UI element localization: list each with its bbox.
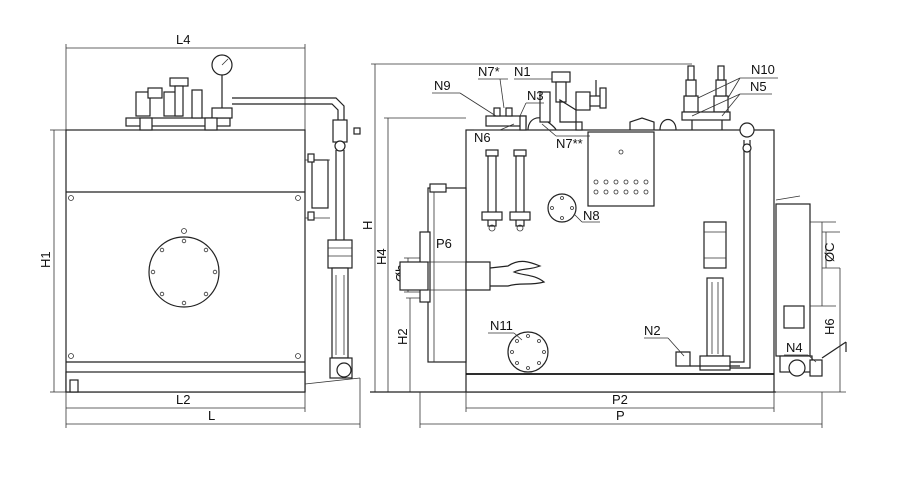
manhole-n11 bbox=[507, 331, 549, 373]
dim-h2-label: H2 bbox=[395, 328, 410, 345]
nozzle-n9-label: N9 bbox=[434, 78, 451, 93]
level-gauge-right bbox=[509, 149, 531, 232]
nozzle-n7-star-label: N7* bbox=[478, 64, 500, 79]
nozzle-n1-label: N1 bbox=[514, 64, 531, 79]
nozzle-n3-label: N3 bbox=[527, 88, 544, 103]
nozzle-n10-label: N10 bbox=[751, 62, 775, 77]
front-view: H H4 H2 Øb P6 bbox=[360, 62, 847, 428]
pump-motor-side bbox=[327, 239, 353, 269]
nozzle-n8-label: N8 bbox=[583, 208, 600, 223]
dim-p2-label: P2 bbox=[612, 392, 628, 407]
dim-h4-label: H4 bbox=[374, 248, 389, 265]
side-view: L4 H1 bbox=[38, 32, 361, 428]
dim-h6-label: H6 bbox=[822, 318, 837, 335]
nozzle-n11-label: N11 bbox=[490, 318, 513, 333]
dim-l4-label: L4 bbox=[176, 32, 190, 47]
top-manifold bbox=[125, 117, 231, 127]
boiler-body-side bbox=[65, 129, 306, 393]
burner-p6-label: P6 bbox=[436, 236, 452, 251]
dim-h1-label: H1 bbox=[38, 251, 53, 268]
pump-body-front bbox=[706, 277, 724, 357]
burner-flange-circle bbox=[148, 236, 220, 308]
level-gauge-left bbox=[481, 149, 503, 232]
dim-l2-label: L2 bbox=[176, 392, 190, 407]
economizer-housing bbox=[775, 203, 811, 357]
nozzle-n4-label: N4 bbox=[786, 340, 803, 355]
dim-p-label: P bbox=[616, 408, 625, 423]
dim-l-label: L bbox=[208, 408, 215, 423]
nozzle-n5-label: N5 bbox=[750, 79, 767, 94]
handhole-n8 bbox=[547, 193, 577, 223]
pump-motor-front bbox=[703, 221, 727, 269]
nozzle-n7-double-star-label: N7** bbox=[556, 136, 583, 151]
nozzle-n2-label: N2 bbox=[644, 323, 661, 338]
nozzle-n6-label: N6 bbox=[474, 130, 491, 145]
dim-h-label: H bbox=[360, 221, 375, 230]
dim-oc-label: ØC bbox=[822, 243, 837, 263]
pump-body-side bbox=[331, 267, 349, 359]
control-panel bbox=[587, 131, 655, 207]
